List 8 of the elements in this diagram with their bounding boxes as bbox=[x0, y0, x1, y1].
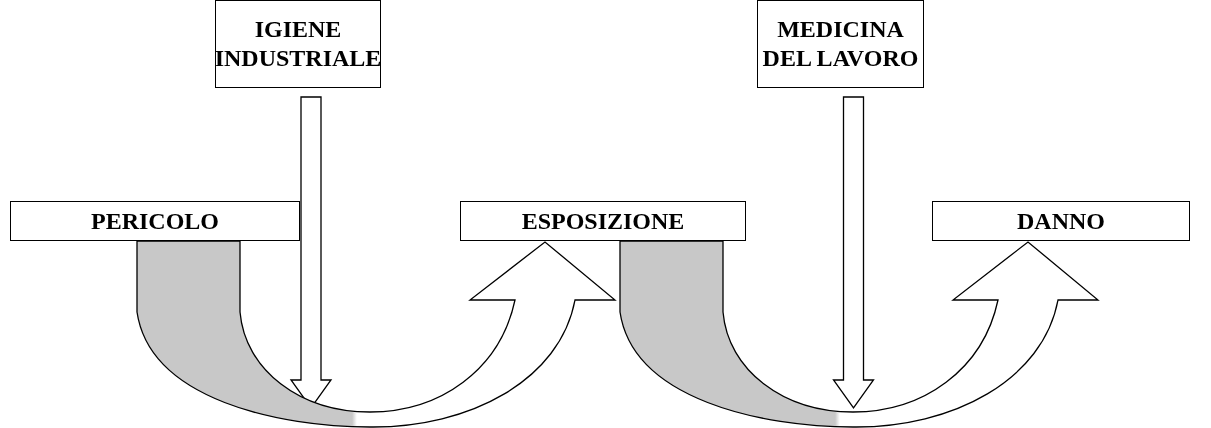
label-box: IGIENE INDUSTRIALE bbox=[215, 0, 381, 88]
label-box: PERICOLO bbox=[10, 201, 300, 241]
label-box: ESPOSIZIONE bbox=[460, 201, 746, 241]
curved-arrow bbox=[619, 240, 1099, 428]
curved-arrow bbox=[136, 240, 616, 428]
label-box: DANNO bbox=[932, 201, 1190, 241]
label-box: MEDICINA DEL LAVORO bbox=[757, 0, 924, 88]
hollow-arrow bbox=[832, 96, 875, 410]
